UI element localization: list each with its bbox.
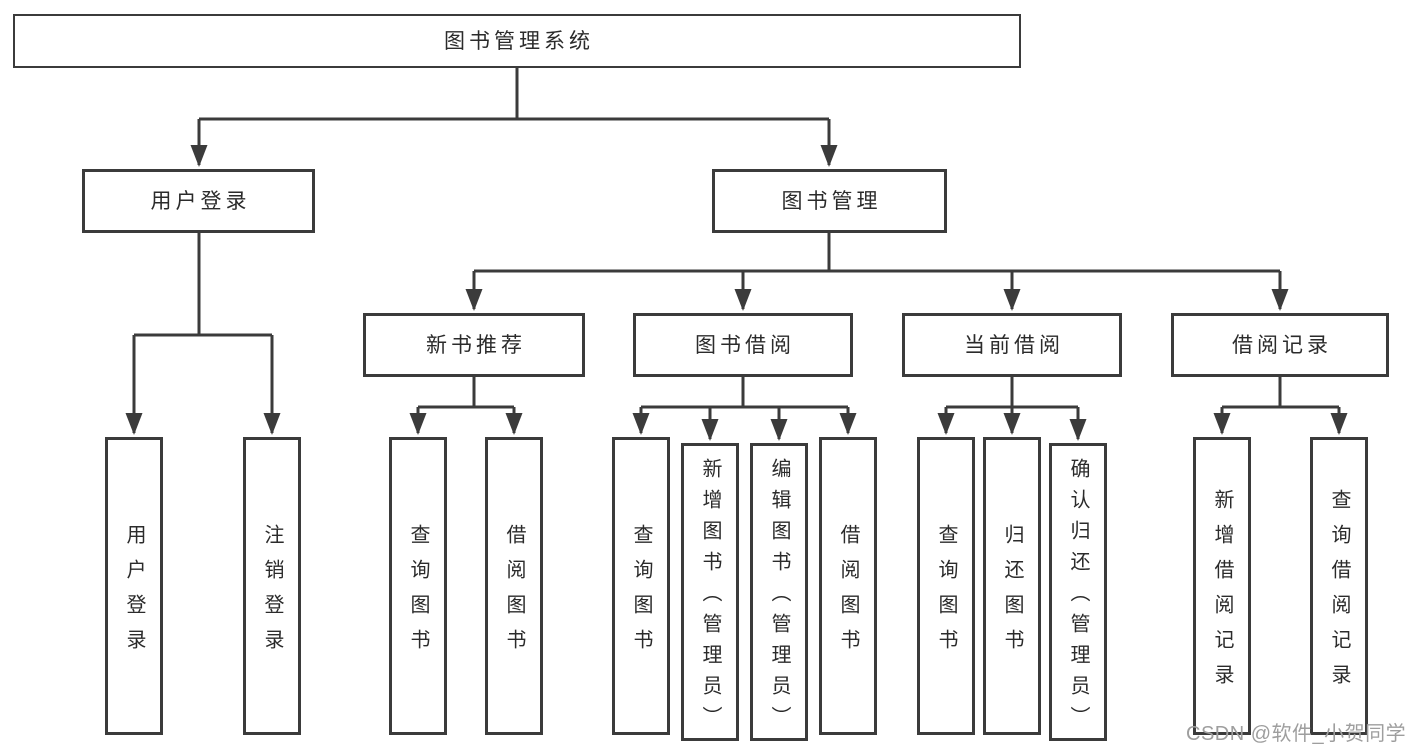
leaf-confirm-return-admin: 确认归还（管理员）: [1049, 443, 1107, 741]
leaf-borrow-book-recommend: 借阅图书: [485, 437, 543, 735]
leaf-logout: 注销登录: [243, 437, 301, 735]
node-new-book-recommend: 新书推荐: [363, 313, 585, 377]
node-borrow-record: 借阅记录: [1171, 313, 1389, 377]
leaf-add-book-admin: 新增图书（管理员）: [681, 443, 739, 741]
node-user-login: 用户登录: [82, 169, 315, 233]
leaf-add-borrow-record: 新增借阅记录: [1193, 437, 1251, 735]
leaf-user-login: 用户登录: [105, 437, 163, 735]
leaf-edit-book-admin: 编辑图书（管理员）: [750, 443, 808, 741]
node-book-borrow: 图书借阅: [633, 313, 853, 377]
leaf-borrow-book-borrow: 借阅图书: [819, 437, 877, 735]
leaf-query-book-current: 查询图书: [917, 437, 975, 735]
node-library-system: 图书管理系统: [13, 14, 1021, 68]
csdn-watermark: CSDN @软件_小贺同学: [1186, 723, 1405, 745]
leaf-query-book-borrow: 查询图书: [612, 437, 670, 735]
leaf-query-borrow-record: 查询借阅记录: [1310, 437, 1368, 735]
node-current-borrow: 当前借阅: [902, 313, 1122, 377]
leaf-return-book: 归还图书: [983, 437, 1041, 735]
leaf-query-book-recommend: 查询图书: [389, 437, 447, 735]
node-book-management: 图书管理: [712, 169, 947, 233]
